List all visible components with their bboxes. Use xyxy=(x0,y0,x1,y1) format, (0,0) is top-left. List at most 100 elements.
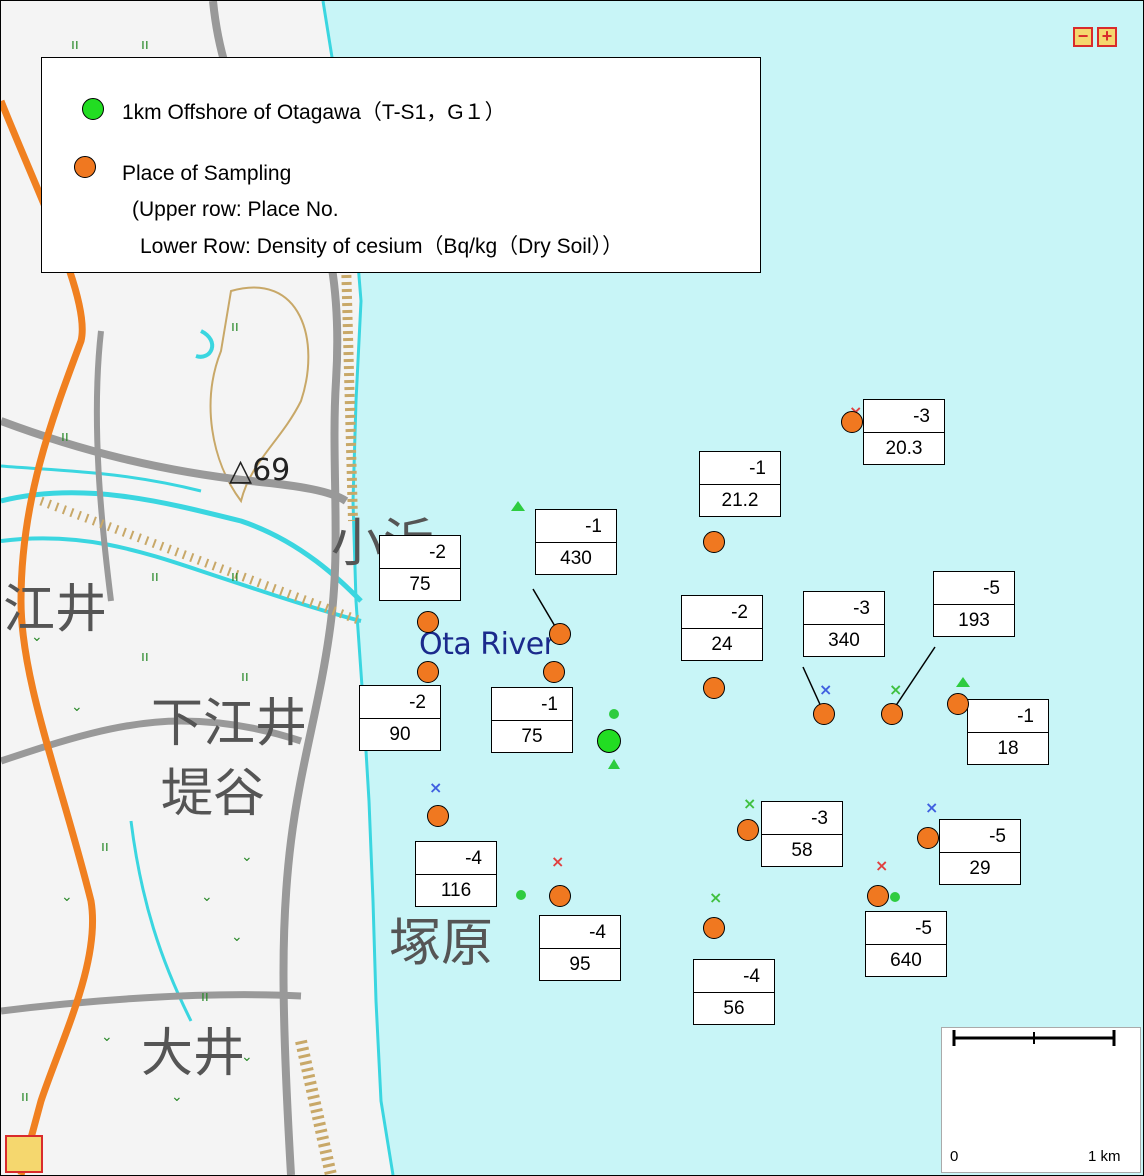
place-no: -1 xyxy=(536,510,616,543)
place-name-tsukahara: 塚原 xyxy=(389,914,494,974)
sample-point-marker[interactable] xyxy=(867,885,889,907)
sample-point-marker[interactable] xyxy=(703,677,725,699)
svg-text:ıı: ıı xyxy=(141,37,149,53)
sample-point-marker[interactable] xyxy=(737,819,759,841)
marker-triangle xyxy=(511,501,525,511)
svg-text:ıı: ıı xyxy=(61,429,69,445)
place-name-enoi: 江井 xyxy=(3,580,108,640)
road-south xyxy=(1,717,303,765)
river-branch xyxy=(1,536,362,623)
sample-point-marker[interactable] xyxy=(703,917,725,939)
cesium-density: 340 xyxy=(828,630,860,651)
place-no: -1 xyxy=(700,452,780,485)
cesium-density: 21.2 xyxy=(721,490,759,511)
scale-bar: 0 1 km xyxy=(941,1027,1141,1173)
sea-area xyxy=(323,1,1143,1175)
place-name-tsutsumiya: 堤谷 xyxy=(161,764,266,824)
svg-text:⌄: ⌄ xyxy=(101,1029,113,1045)
sample-point-marker[interactable] xyxy=(417,661,439,683)
sample-label[interactable]: -1 21.2 xyxy=(699,451,781,517)
place-no: -3 xyxy=(762,802,842,835)
svg-text:×: × xyxy=(429,778,442,797)
place-no: -5 xyxy=(934,572,1014,605)
legend-sampling-label: Place of Sampling xyxy=(122,162,292,185)
svg-text:⌄: ⌄ xyxy=(241,1049,253,1065)
marker-triangle xyxy=(956,677,970,687)
svg-text:ıı: ıı xyxy=(231,569,239,585)
svg-text:ıı: ıı xyxy=(71,37,79,53)
sample-label[interactable]: -3 20.3 xyxy=(863,399,945,465)
sample-point-marker[interactable] xyxy=(549,623,571,645)
svg-text:⌄: ⌄ xyxy=(201,889,213,905)
sample-point-marker[interactable] xyxy=(841,411,863,433)
place-no: -4 xyxy=(540,916,620,949)
cesium-density: 58 xyxy=(791,840,813,861)
zoom-in-button[interactable]: + xyxy=(1097,27,1117,47)
sample-point-marker[interactable] xyxy=(813,703,835,725)
svg-text:×: × xyxy=(819,680,832,699)
sample-point-marker[interactable] xyxy=(881,703,903,725)
cesium-density: 29 xyxy=(969,858,991,879)
sample-point-marker[interactable] xyxy=(417,611,439,633)
svg-text:ıı: ıı xyxy=(151,569,159,585)
sample-point-marker[interactable] xyxy=(427,805,449,827)
svg-text:×: × xyxy=(743,794,756,813)
place-no: -1 xyxy=(492,688,572,721)
cesium-density: 430 xyxy=(560,548,592,569)
marker-triangle xyxy=(608,759,620,769)
cesium-density: 18 xyxy=(997,738,1019,759)
svg-text:×: × xyxy=(925,798,938,817)
svg-text:ıı: ıı xyxy=(201,989,209,1005)
sample-point-marker[interactable] xyxy=(549,885,571,907)
svg-text:×: × xyxy=(889,680,902,699)
svg-text:⌄: ⌄ xyxy=(241,849,253,865)
cesium-density: 193 xyxy=(958,610,990,631)
sample-point-marker[interactable] xyxy=(543,661,565,683)
legend-sampling-sub1: (Upper row: Place No. xyxy=(132,198,339,221)
denshi-kokudo-logo[interactable] xyxy=(5,1135,43,1173)
beach-hatch-south xyxy=(295,1039,337,1175)
place-name-ooi: 大井 xyxy=(141,1024,246,1084)
marker-dot xyxy=(890,892,900,902)
place-no: -5 xyxy=(940,820,1020,853)
connector-line xyxy=(890,646,936,714)
sample-point-marker[interactable] xyxy=(947,693,969,715)
cesium-density: 24 xyxy=(711,634,733,655)
svg-text:ıı: ıı xyxy=(241,669,249,685)
svg-text:ıı: ıı xyxy=(101,839,109,855)
svg-text:⌄: ⌄ xyxy=(71,699,83,715)
legend-offshore-label: 1km Offshore of Otagawa（T-S1，G１） xyxy=(122,101,506,124)
zoom-out-button[interactable]: − xyxy=(1073,27,1093,47)
place-no: -3 xyxy=(804,592,884,625)
place-no: -1 xyxy=(968,700,1048,733)
svg-text:ıı: ıı xyxy=(231,319,239,335)
cesium-density: 20.3 xyxy=(885,438,923,459)
svg-text:⌄: ⌄ xyxy=(31,629,43,645)
sample-point-marker[interactable] xyxy=(917,827,939,849)
place-no: -3 xyxy=(864,400,944,433)
railway xyxy=(39,496,363,626)
offshore-point-marker[interactable] xyxy=(597,729,621,753)
cesium-density: 116 xyxy=(440,880,472,901)
sample-point-marker[interactable] xyxy=(703,531,725,553)
scale-ruler xyxy=(952,1030,1116,1046)
cesium-density: 90 xyxy=(389,724,411,745)
legend: 1km Offshore of Otagawa（T-S1，G１） Place o… xyxy=(41,57,761,273)
